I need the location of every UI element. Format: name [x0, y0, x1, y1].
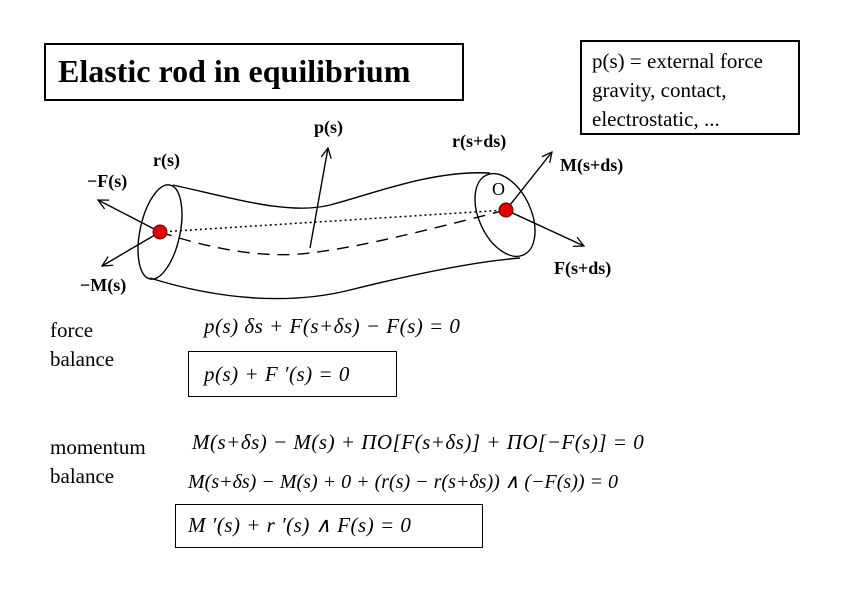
chord-dotted	[159, 209, 507, 233]
minus-M-arrow	[102, 231, 161, 266]
minus-F-arrow	[98, 200, 161, 233]
title-box	[44, 43, 464, 101]
centerline-dashed	[159, 209, 507, 256]
momentum-equation-box	[175, 504, 483, 548]
label-p-s: p(s)	[314, 117, 344, 137]
label-F-s-ds: F(s+ds)	[554, 258, 612, 278]
force-label-line1: force	[50, 318, 94, 342]
rod-bottom-edge	[149, 257, 521, 300]
force-equation-2: p(s) + F ′(s) = 0	[204, 362, 350, 386]
left-point	[152, 224, 168, 240]
label-r-s-ds: r(s+ds)	[452, 131, 507, 151]
external-force-note: p(s) = external force gravity, contact, …	[580, 40, 800, 135]
force-equation-1: p(s) δs + F(s+δs) − F(s) = 0	[204, 314, 461, 338]
momentum-balance-label: momentum balance	[50, 433, 146, 491]
note-line-2: gravity, contact,	[592, 78, 727, 102]
momentum-equation-2: M(s+δs) − M(s) + 0 + (r(s) − r(s+δs)) ∧ …	[188, 471, 619, 493]
label-O: O	[492, 179, 505, 199]
momentum-equation-3: M ′(s) + r ′(s) ∧ F(s) = 0	[188, 513, 412, 537]
label-r-s: r(s)	[153, 150, 180, 170]
F-ds-arrow	[505, 209, 584, 246]
label-minus-F-s: −F(s)	[87, 171, 128, 191]
note-line-1: p(s) = external force	[592, 49, 764, 73]
p-arrow	[309, 148, 328, 249]
note-line-3: electrostatic, ...	[592, 107, 720, 131]
right-cross-section	[474, 172, 536, 258]
momentum-label-line1: momentum	[50, 435, 146, 459]
page-title: Elastic rod in equilibrium	[58, 53, 411, 89]
force-equation-box	[188, 351, 397, 397]
momentum-equation-1: M(s+δs) − M(s) + ΠO[F(s+δs)] + ΠO[−F(s)]…	[192, 430, 645, 454]
force-label-line2: balance	[50, 347, 115, 371]
label-M-s-ds: M(s+ds)	[560, 155, 624, 175]
force-balance-label: force balance	[50, 316, 114, 374]
label-minus-M-s: −M(s)	[80, 275, 127, 295]
left-cross-section	[137, 184, 183, 280]
M-ds-arrow	[505, 152, 552, 211]
right-point	[498, 202, 514, 218]
rod-top-edge	[172, 172, 491, 209]
momentum-label-line2: balance	[50, 464, 115, 488]
